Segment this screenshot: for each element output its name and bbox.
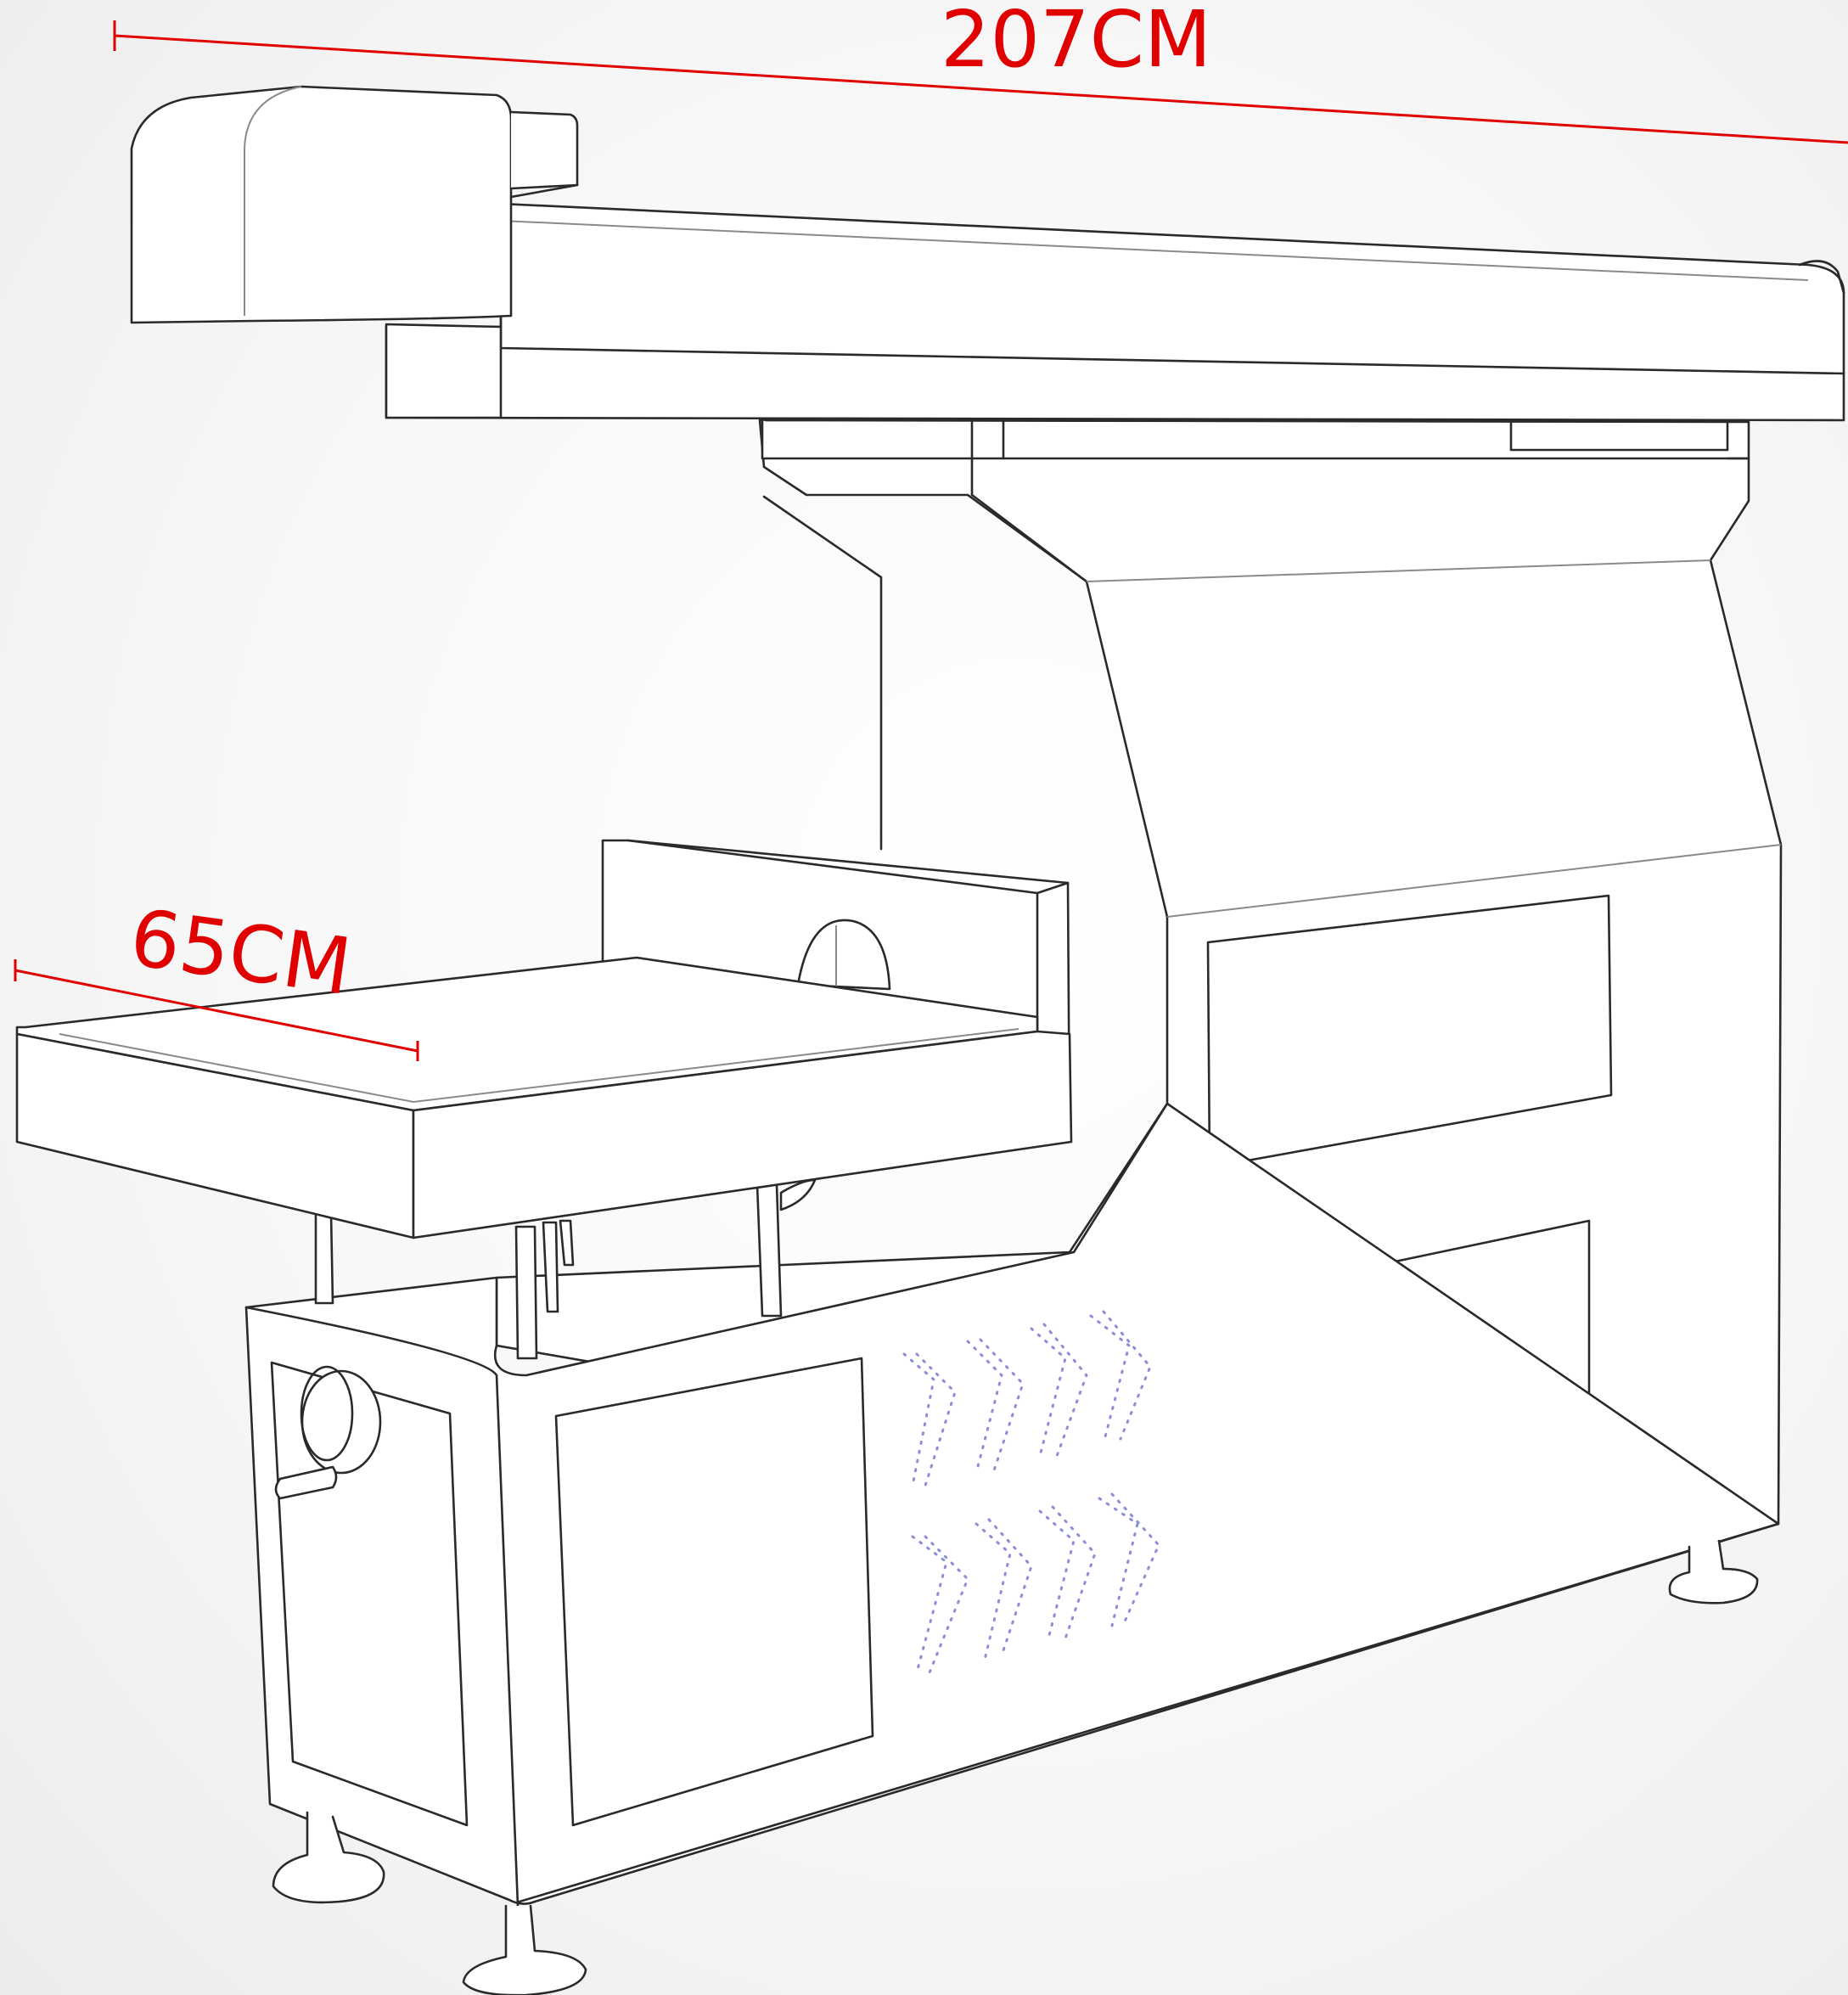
cabinet-door-left — [270, 1361, 469, 1827]
dimension-label-depth: 65CM — [125, 892, 357, 1013]
dimension-line-depth — [14, 969, 418, 1053]
dimension-label-length: 207CM — [941, 0, 1211, 85]
laser-head — [130, 85, 513, 324]
dimension-length: 207CM — [113, 0, 1848, 144]
vent-grille — [902, 1310, 1160, 1674]
gantry-beam — [130, 85, 1845, 422]
dimension-line-length — [114, 34, 1848, 144]
leveling-feet — [272, 1539, 1759, 1995]
cabinet-door-front — [554, 1357, 874, 1827]
base-cabinet — [244, 1102, 1780, 1908]
work-table — [15, 839, 1073, 1360]
side-panel-upper — [1206, 894, 1613, 1169]
crank-wheel — [301, 1369, 382, 1475]
rotary-disc — [796, 919, 891, 991]
crank-handle — [274, 1465, 338, 1500]
